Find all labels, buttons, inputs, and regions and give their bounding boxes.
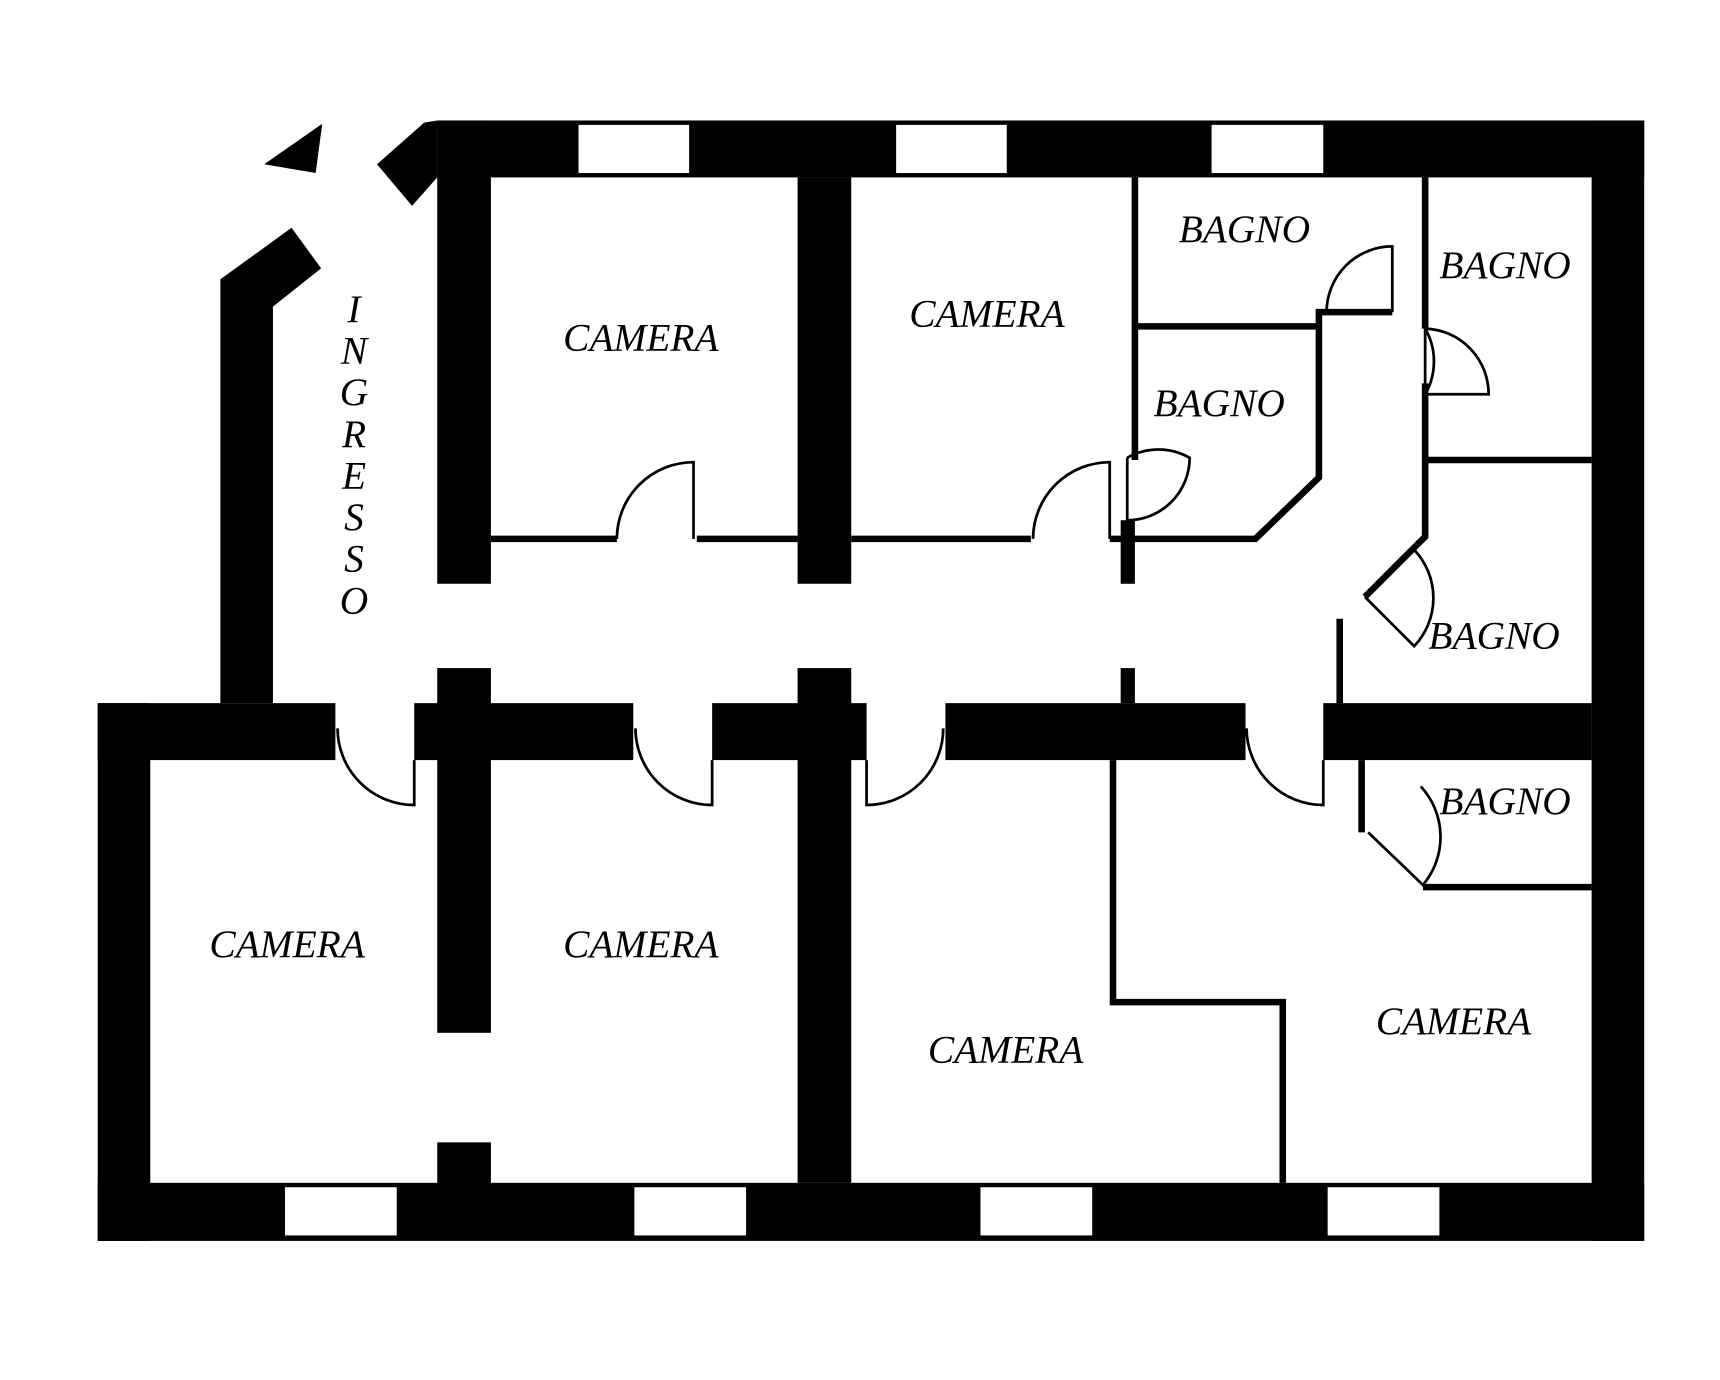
window — [634, 1187, 747, 1236]
window — [285, 1187, 397, 1236]
label-camera: CAMERA — [928, 1027, 1084, 1071]
doors — [336, 245, 1491, 887]
entrance-door-leaf — [264, 123, 323, 174]
label-camera: CAMERA — [209, 922, 365, 966]
label-camera: CAMERA — [563, 315, 719, 359]
window — [1327, 1187, 1440, 1236]
window — [896, 124, 1007, 174]
label-bagno: BAGNO — [1179, 207, 1310, 251]
label-bagno: BAGNO — [1154, 381, 1285, 425]
label-camera: CAMERA — [1376, 999, 1532, 1043]
label-camera: CAMERA — [563, 922, 719, 966]
walls — [97, 120, 1645, 1241]
window — [980, 1187, 1093, 1236]
label-bagno: BAGNO — [1428, 613, 1559, 657]
window — [578, 124, 690, 174]
window — [1211, 124, 1324, 174]
label-camera: CAMERA — [909, 291, 1065, 335]
label-bagno: BAGNO — [1439, 243, 1570, 287]
label-bagno: BAGNO — [1439, 779, 1570, 823]
